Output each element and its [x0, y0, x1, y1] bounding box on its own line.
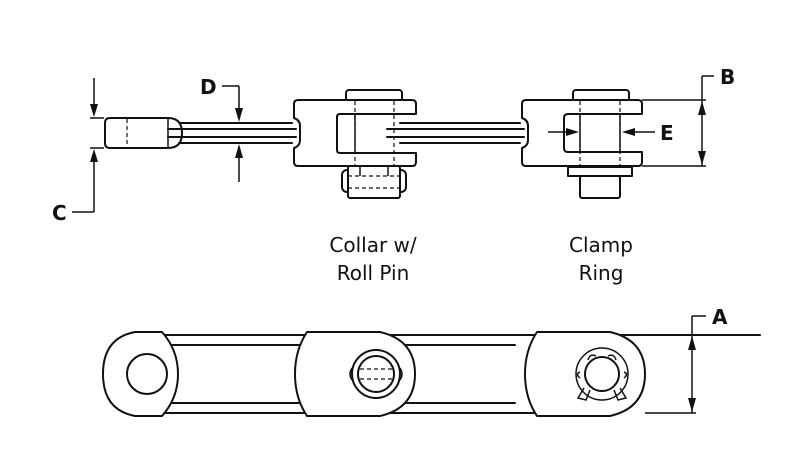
dimension-e: E: [548, 121, 674, 145]
dimension-b: B: [642, 65, 735, 167]
clamp-ring-link: [521, 89, 643, 199]
sidebar-plates-left: [167, 122, 297, 144]
left-end-block: [104, 117, 183, 149]
dimension-label-a: A: [712, 305, 728, 329]
clamp-plate: [524, 331, 646, 417]
dimension-d: D: [200, 75, 243, 182]
clamp-pin: [584, 356, 620, 392]
caption-clamp-line2: Ring: [579, 261, 624, 285]
collar-plate: [294, 331, 416, 417]
dimension-a: A: [645, 305, 728, 414]
end-hole: [126, 353, 168, 395]
dimension-label-c: C: [52, 201, 67, 225]
side-view: C D B E: [52, 65, 735, 225]
side-bars: [159, 334, 761, 414]
roll-pin: [357, 355, 395, 393]
captions: Collar w/ Roll Pin Clamp Ring: [329, 233, 633, 285]
dimension-label-e: E: [660, 121, 674, 145]
caption-collar-line1: Collar w/: [329, 233, 417, 257]
sidebar-plates-right: [386, 122, 525, 144]
top-view: A: [102, 305, 761, 417]
collar-link: [293, 89, 417, 199]
clamp-ring-outer: [575, 347, 629, 401]
caption-collar-line2: Roll Pin: [337, 261, 410, 285]
dimension-label-d: D: [200, 75, 217, 99]
dimension-label-b: B: [720, 65, 735, 89]
left-end-plate: [102, 331, 179, 417]
caption-clamp-line1: Clamp: [569, 233, 633, 257]
dimension-c: C: [52, 78, 104, 225]
